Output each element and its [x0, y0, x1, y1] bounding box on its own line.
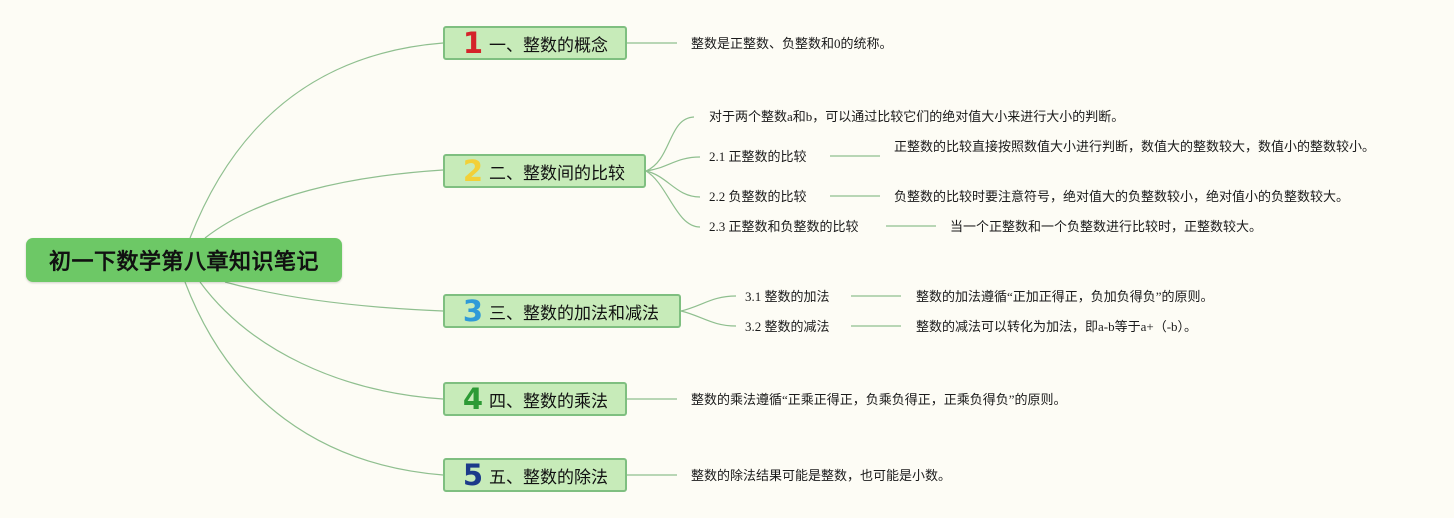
number-1-icon: 1 — [462, 26, 484, 60]
leaf-topic-4-1[interactable]: 整数的乘法遵循“正乘正得正，负乘负得正，正乘负得负”的原则。 — [691, 392, 1067, 407]
connector-branch-2-item-2 — [645, 156, 701, 172]
connector-root-branch-2 — [204, 169, 444, 239]
connector-branch-2-item-1 — [645, 116, 695, 172]
branch-topic-2[interactable]: 2 二、整数间的比较 — [443, 154, 646, 188]
connector-branch-2-item-3 — [645, 170, 701, 198]
connector-branch-3-item-2 — [680, 310, 737, 327]
leaf-topic-3-2-detail[interactable]: 整数的减法可以转化为加法，即a-b等于a+（-b）。 — [916, 319, 1198, 334]
subtopic-2-2[interactable]: 2.2 负整数的比较 — [709, 189, 807, 204]
leaf-topic-2-intro[interactable]: 对于两个整数a和b，可以通过比较它们的绝对值大小来进行大小的判断。 — [709, 109, 1125, 124]
branch-topic-label: 四、整数的乘法 — [489, 391, 608, 412]
leaf-topic-1-1[interactable]: 整数是正整数、负整数和0的统称。 — [691, 36, 893, 51]
number-5-icon: 5 — [462, 458, 484, 492]
root-topic-title: 初一下数学第八章知识笔记 — [48, 250, 319, 275]
root-topic[interactable]: 初一下数学第八章知识笔记 — [26, 238, 342, 282]
subtopic-2-3[interactable]: 2.3 正整数和负整数的比较 — [709, 219, 859, 234]
number-4-icon: 4 — [462, 382, 484, 416]
branch-topic-label: 一、整数的概念 — [489, 35, 608, 56]
connector-branch-2-item-4 — [645, 170, 701, 228]
number-2-icon: 2 — [462, 154, 484, 188]
branch-topic-1[interactable]: 1 一、整数的概念 — [443, 26, 627, 60]
subtopic-2-1[interactable]: 2.1 正整数的比较 — [709, 149, 807, 164]
branch-topic-4[interactable]: 4 四、整数的乘法 — [443, 382, 627, 416]
connector-root-branch-3 — [224, 281, 444, 312]
branch-topic-label: 三、整数的加法和减法 — [489, 303, 659, 324]
branch-topic-5[interactable]: 5 五、整数的除法 — [443, 458, 627, 492]
leaf-topic-2-2-detail[interactable]: 负整数的比较时要注意符号，绝对值大的负整数较小，绝对值小的负整数较大。 — [894, 189, 1350, 204]
leaf-topic-3-1-detail[interactable]: 整数的加法遵循“正加正得正，负加负得负”的原则。 — [916, 289, 1214, 304]
leaf-topic-5-1[interactable]: 整数的除法结果可能是整数，也可能是小数。 — [691, 468, 952, 483]
subtopic-3-1[interactable]: 3.1 整数的加法 — [745, 289, 830, 304]
branch-topic-label: 五、整数的除法 — [489, 467, 608, 488]
connector-branch-3-item-1 — [680, 295, 737, 312]
branch-topic-label: 二、整数间的比较 — [489, 163, 625, 184]
connector-root-branch-4 — [199, 281, 444, 400]
subtopic-3-2[interactable]: 3.2 整数的减法 — [745, 319, 830, 334]
connector-root-branch-5 — [184, 281, 444, 476]
branch-topic-3[interactable]: 3 三、整数的加法和减法 — [443, 294, 681, 328]
number-3-icon: 3 — [462, 294, 484, 328]
connector-root-branch-1 — [189, 42, 444, 239]
leaf-topic-2-1-detail[interactable]: 正整数的比较直接按照数值大小进行判断，数值大的整数较大，数值小的整数较小。 — [894, 139, 1376, 154]
leaf-topic-2-3-detail[interactable]: 当一个正整数和一个负整数进行比较时，正整数较大。 — [950, 219, 1263, 234]
